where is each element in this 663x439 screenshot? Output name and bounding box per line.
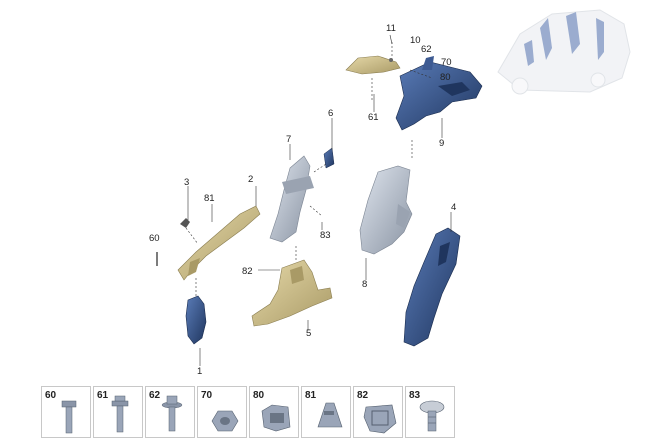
callout-83: 83 (320, 230, 331, 241)
thumbnail-83-label: 83 (409, 390, 421, 401)
bolt-washer-icon (161, 395, 183, 432)
thumbnail-61-label: 61 (97, 390, 109, 401)
thumbnail-83[interactable]: 83 (405, 386, 455, 438)
thumbnail-81-label: 81 (305, 390, 317, 401)
callout-11: 11 (386, 23, 396, 34)
callout-8: 8 (362, 279, 367, 290)
part-7-bracket (269, 155, 314, 243)
callout-61: 61 (368, 112, 379, 123)
part-8-pillar-trim (359, 165, 413, 255)
callout-70: 70 (441, 57, 452, 68)
callout-6: 6 (328, 108, 333, 119)
vehicle-locator-image (497, 9, 631, 95)
thumbnail-61[interactable]: 61 (93, 386, 143, 438)
callout-81: 81 (204, 193, 215, 204)
callout-62: 62 (421, 44, 432, 55)
nut-icon (211, 410, 239, 432)
callout-1: 1 (197, 366, 202, 377)
part-9-upper-trim (395, 56, 483, 131)
part-6-clip-bracket (323, 147, 335, 169)
thumbnail-62[interactable]: 62 (145, 386, 195, 438)
callout-10: 10 (410, 35, 421, 46)
thumbnail-62-label: 62 (149, 390, 161, 401)
part-3-clip (180, 218, 190, 228)
thumbnail-82-label: 82 (357, 390, 369, 401)
bolt-icon (61, 400, 77, 434)
hardware-thumbnail-strip: 60 61 62 70 80 8 (41, 386, 461, 439)
thumbnail-80[interactable]: 80 (249, 386, 299, 438)
thumbnail-60-label: 60 (45, 390, 57, 401)
part-11-bracket (345, 42, 401, 75)
callout-82: 82 (242, 266, 253, 277)
callout-5: 5 (306, 328, 311, 339)
part-5-beige-trim (251, 259, 333, 327)
spring-clip-icon (261, 404, 291, 432)
callout-60: 60 (149, 233, 160, 244)
callout-7: 7 (286, 134, 291, 145)
clip-icon (317, 402, 343, 428)
callout-2: 2 (248, 174, 253, 185)
retainer-clip-icon (363, 404, 397, 434)
callout-3: 3 (184, 177, 189, 188)
push-rivet-icon (419, 400, 445, 432)
thumbnail-60[interactable]: 60 (41, 386, 91, 438)
thumbnail-82[interactable]: 82 (353, 386, 403, 438)
thumbnail-80-label: 80 (253, 390, 265, 401)
callout-80: 80 (440, 72, 451, 83)
thumbnail-70[interactable]: 70 (197, 386, 247, 438)
part-1-clip-trim (185, 295, 207, 345)
thumbnail-70-label: 70 (201, 390, 213, 401)
callout-9: 9 (439, 138, 444, 149)
callout-4: 4 (451, 202, 456, 213)
flange-bolt-icon (111, 395, 129, 433)
thumbnail-81[interactable]: 81 (301, 386, 351, 438)
part-4-lower-trim (403, 227, 461, 347)
part-2-beige-trim (177, 205, 261, 281)
